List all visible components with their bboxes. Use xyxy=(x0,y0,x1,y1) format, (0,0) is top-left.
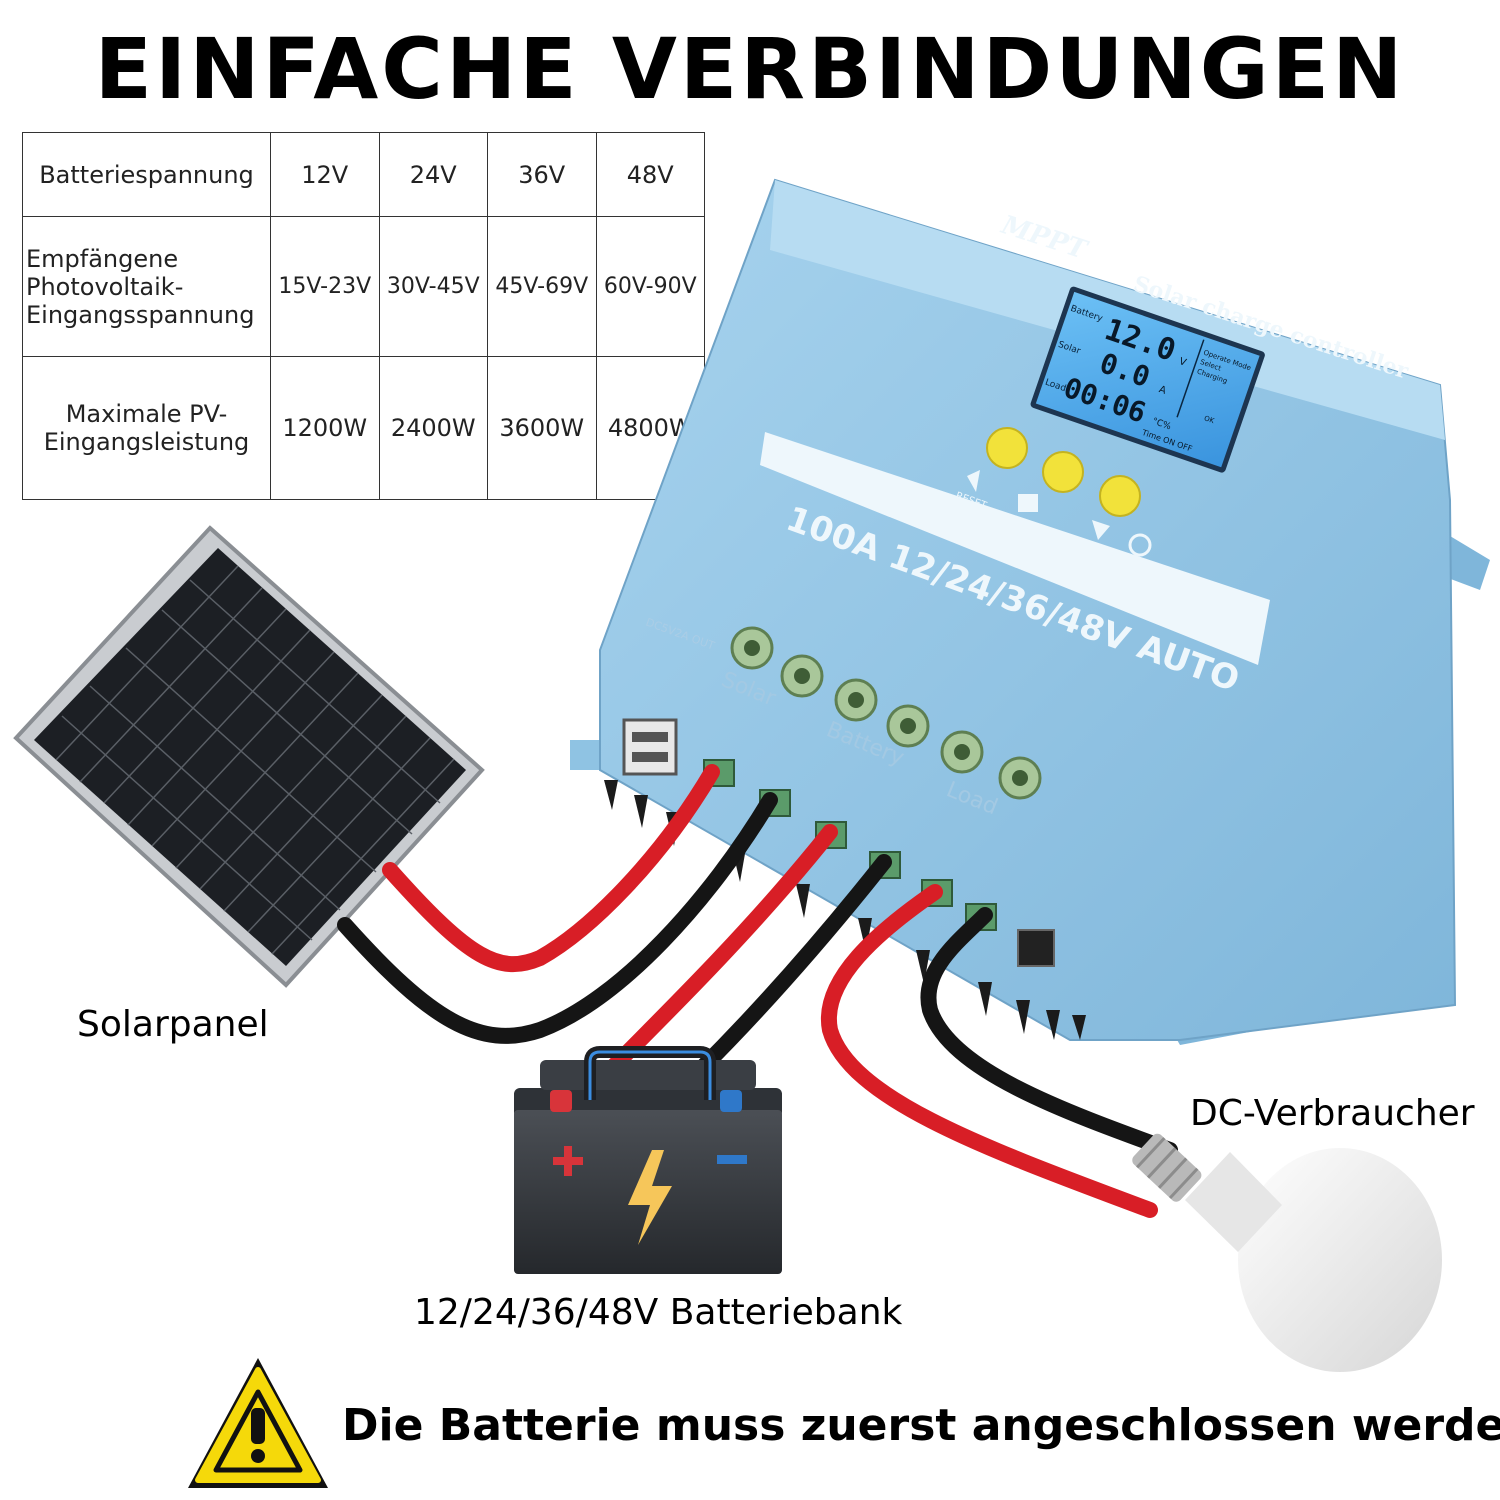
table-cell: 30V-45V xyxy=(378,216,488,357)
dc-load-label: DC-Verbraucher xyxy=(1190,1093,1475,1134)
menu-icon xyxy=(1018,494,1038,512)
power-icon xyxy=(1128,533,1152,557)
table-cell: 45V-69V xyxy=(487,216,597,357)
lightning-icon xyxy=(628,1150,672,1245)
warning-icon xyxy=(188,1358,328,1488)
charge-controller: Battery 12.0 V Solar 0.0 A Load 00:06 °C… xyxy=(570,178,1490,1045)
table-header-cell: 36V xyxy=(487,132,597,217)
table-cell: 2400W xyxy=(378,356,488,500)
on-off-button[interactable] xyxy=(1099,475,1141,517)
page-title: EINFACHE VERBINDUNGEN xyxy=(94,20,1406,118)
lcd-voltage-unit: V xyxy=(1178,356,1188,369)
lcd-display: Battery 12.0 V Solar 0.0 A Load 00:06 °C… xyxy=(1030,286,1265,473)
reset-button[interactable] xyxy=(986,427,1028,469)
battery-positive-wire xyxy=(602,824,838,1078)
battery-negative-terminal xyxy=(720,1090,742,1112)
battery-icon xyxy=(514,1046,782,1274)
table-cell: 1200W xyxy=(270,356,380,500)
table-cell: 60V-90V xyxy=(595,216,705,357)
table-row: Empfängene Photovoltaik-Eingangsspannung… xyxy=(22,216,705,357)
minus-icon xyxy=(717,1155,747,1164)
usb-port-icon xyxy=(622,718,678,776)
table-row: Maximale PV-Eingangsleistung 1200W 2400W… xyxy=(22,356,705,500)
menu-button[interactable] xyxy=(1042,451,1084,493)
battery-positive-terminal xyxy=(550,1090,572,1112)
battery-bank-label: 12/24/36/48V Batteriebank xyxy=(414,1292,903,1333)
solar-panel-icon xyxy=(13,525,485,988)
table-cell: 3600W xyxy=(487,356,597,500)
table-cell: 15V-23V xyxy=(270,216,380,357)
solar-negative-wire xyxy=(337,792,778,1044)
screw-terminals xyxy=(730,626,1042,800)
light-bulb-icon xyxy=(1132,1133,1442,1372)
table-header-cell: 24V xyxy=(378,132,488,217)
lcd-current-unit: A xyxy=(1157,384,1167,397)
table-header-cell: Batteriespannung xyxy=(22,132,271,217)
load-negative-wire xyxy=(920,907,1178,1158)
table-row-label: Empfängene Photovoltaik-Eingangsspannung xyxy=(22,216,271,357)
battery-negative-wire xyxy=(692,854,892,1078)
load-positive-wire xyxy=(820,884,1158,1218)
dc-jack-icon xyxy=(1017,929,1055,967)
table-row-label: Maximale PV-Eingangsleistung xyxy=(22,356,271,500)
table-row: Batteriespannung 12V 24V 36V 48V xyxy=(22,132,705,217)
down-arrow-icon xyxy=(1092,520,1110,540)
spec-table: Batteriespannung 12V 24V 36V 48V Empfäng… xyxy=(22,132,705,500)
solar-positive-wire xyxy=(382,764,720,973)
wires xyxy=(337,764,1178,1218)
controller-buttons: RESET MENU ON OFF xyxy=(954,427,1152,559)
lcd-ok-label: OK xyxy=(1203,414,1216,425)
warning-text: Die Batterie muss zuerst angeschlossen w… xyxy=(342,1400,1500,1451)
table-header-cell: 48V xyxy=(595,132,705,217)
solar-panel-label: Solarpanel xyxy=(77,1004,269,1045)
up-arrow-icon xyxy=(967,470,980,492)
